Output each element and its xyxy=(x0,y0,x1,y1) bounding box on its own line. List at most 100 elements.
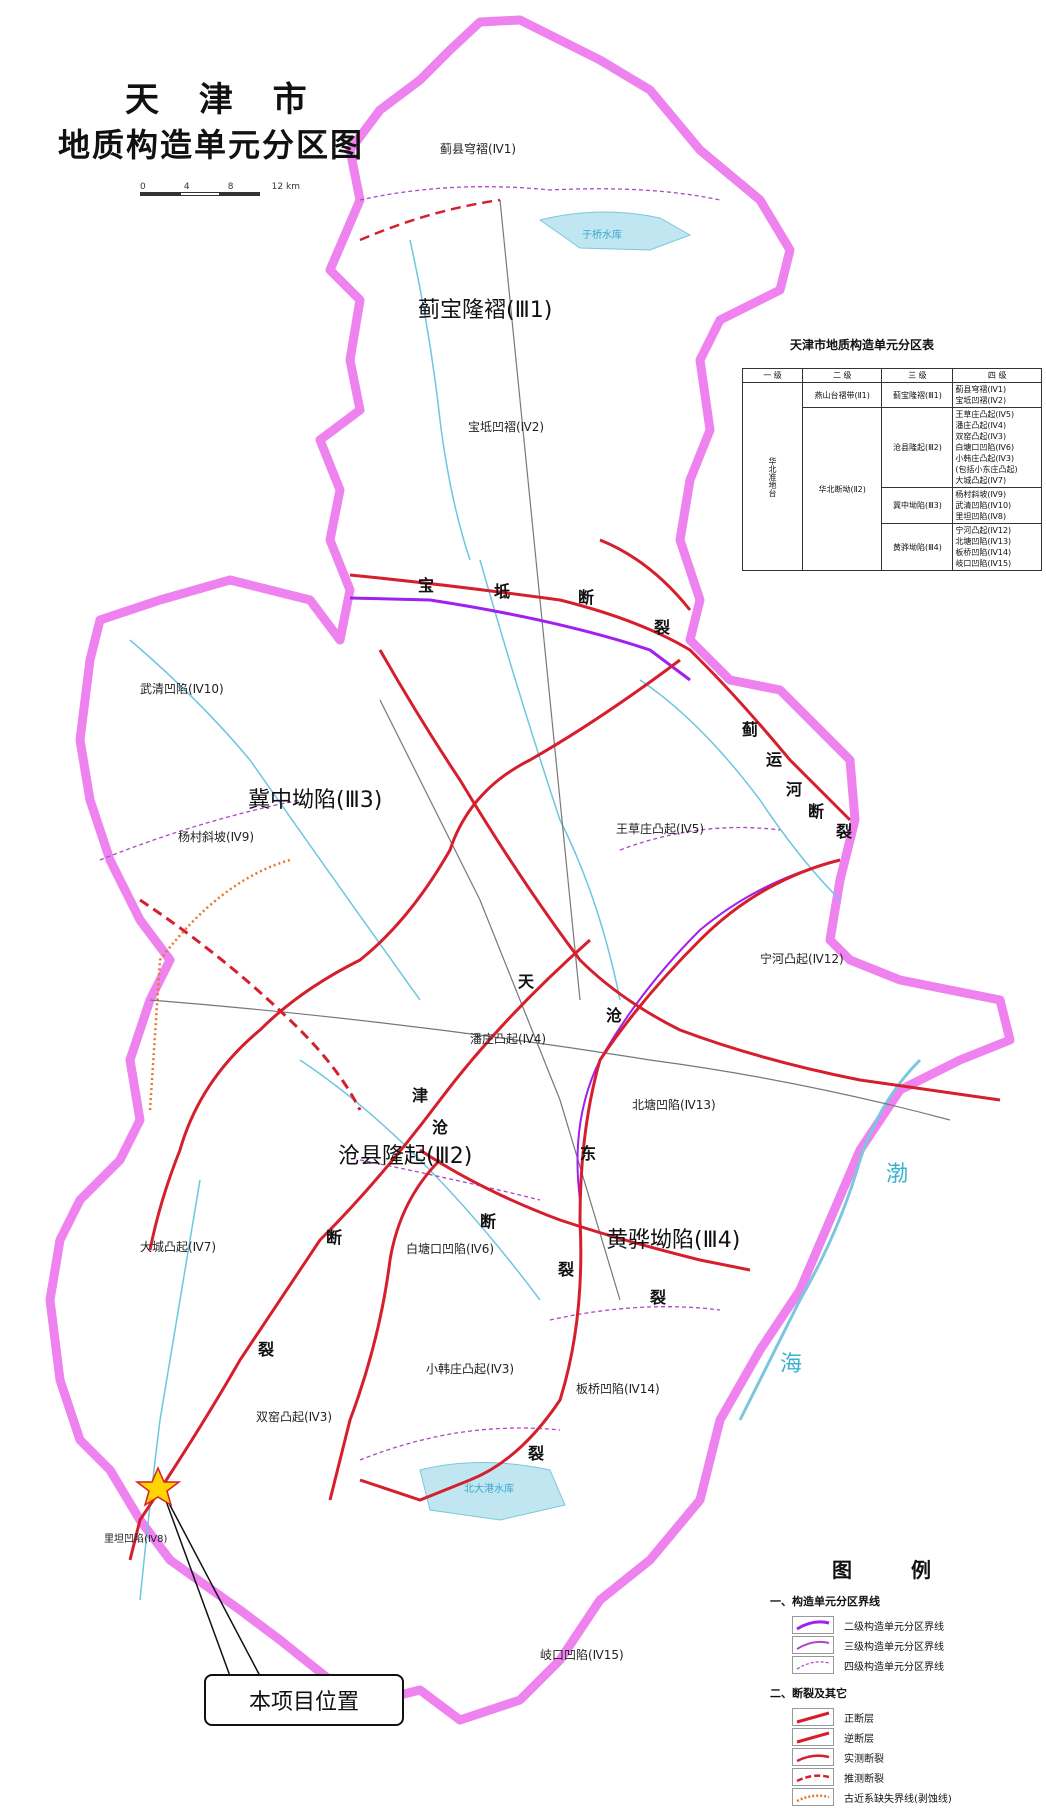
scale-tick: 12 km xyxy=(271,182,300,192)
table-cell-line: 双窑凸起(Ⅳ3) xyxy=(955,432,1007,441)
table-cell-line: 蓟县穹褶(Ⅳ1) xyxy=(955,385,1007,394)
table-cell-line: (包括小东庄凸起) xyxy=(955,465,1018,474)
fault-cangdong-char: 裂 xyxy=(528,1444,545,1463)
fault-jiyun-char: 河 xyxy=(786,780,803,799)
table-cell-line: 宝坻凹褶(Ⅳ2) xyxy=(955,396,1007,405)
yuqiao-reservoir xyxy=(538,211,692,251)
table-cell: 蓟宝隆褶(Ⅲ1) xyxy=(881,382,954,408)
legend-heading: 图 例 xyxy=(832,1558,957,1582)
table-cell-line: 板桥凹陷(Ⅳ14) xyxy=(955,548,1012,557)
legend-swatch xyxy=(792,1656,834,1674)
legend-label: 推测断裂 xyxy=(844,1773,884,1785)
label-liyuan: 里坦凹陷(Ⅳ8) xyxy=(104,1534,168,1545)
fault-cangdong-char: 东 xyxy=(580,1144,597,1163)
label-baodi: 宝坻凹褶(Ⅳ2) xyxy=(468,420,545,434)
legend-row: 二级构造单元分区界线 xyxy=(792,1615,1040,1635)
legend-row: 正断层 xyxy=(792,1707,1040,1727)
label-dacheng: 大城凸起(Ⅳ7) xyxy=(140,1240,217,1254)
fault-baodi-char: 宝 xyxy=(418,576,435,595)
tianjin-boundary xyxy=(45,15,1015,1725)
fault-haihe-char: 断 xyxy=(480,1212,497,1231)
fault-cangxi-char: 断 xyxy=(326,1228,343,1247)
legend-row: 四级构造单元分区界线 xyxy=(792,1655,1040,1675)
legend-section-boundaries: 一、构造单元分区界线 xyxy=(770,1595,880,1608)
table-cell: 宁河凸起(Ⅳ12) 北塘凹陷(Ⅳ13) 板桥凹陷(Ⅳ14) 岐口凹陷(Ⅳ15) xyxy=(952,523,1042,571)
table-cell: 黄骅坳陷(Ⅲ4) xyxy=(881,523,954,571)
label-huanghua: 黄骅坳陷(Ⅲ4) xyxy=(606,1228,741,1253)
label-cangxian: 沧县隆起(Ⅲ2) xyxy=(338,1144,473,1169)
table-cell: 王草庄凸起(Ⅳ5) 潘庄凸起(Ⅳ4) 双窑凸起(Ⅳ3) 白塘口凹陷(Ⅳ6) 小韩… xyxy=(952,407,1042,488)
fault-jiyun-char: 蓟 xyxy=(742,720,759,739)
legend: 图 例 一、构造单元分区界线 二级构造单元分区界线 三级构造单元分区界线 四级构… xyxy=(770,1554,1040,1807)
unit-table: 一 级 二 级 三 级 四 级 华北准地台 燕山台褶带(Ⅱ1) 蓟宝隆褶(Ⅲ1)… xyxy=(742,368,1042,571)
table-cell: 华北断坳(Ⅱ2) xyxy=(801,407,883,571)
legend-label: 古近系缺失界线(剥蚀线) xyxy=(844,1793,952,1805)
label-yuqiao: 于桥水库 xyxy=(582,230,622,241)
unit-boundaries xyxy=(99,186,781,1461)
table-header: 二 级 xyxy=(801,368,883,383)
table-cell-line: 潘庄凸起(Ⅳ4) xyxy=(955,421,1007,430)
callout-pointer-2 xyxy=(161,1489,231,1677)
legend-row: 逆断层 xyxy=(792,1727,1040,1747)
fault-tianjin-char: 沧 xyxy=(432,1118,449,1137)
legend-label: 实测断裂 xyxy=(844,1753,884,1765)
table-header: 四 级 xyxy=(952,368,1042,383)
label-xiaohan: 小韩庄凸起(Ⅳ3) xyxy=(426,1362,515,1376)
geologic-map xyxy=(45,15,1015,1725)
label-bohai-2: 海 xyxy=(780,1352,803,1377)
scale-tick: 4 xyxy=(183,182,190,192)
fault-baodi-char: 裂 xyxy=(654,618,671,637)
fault-tianjin-char: 天 xyxy=(518,972,535,991)
legend-swatch xyxy=(792,1616,834,1634)
legend-row: 实测断裂 xyxy=(792,1747,1040,1767)
label-bohai-1: 渤 xyxy=(886,1162,909,1187)
legend-label: 逆断层 xyxy=(844,1733,874,1745)
fault-jiyun-char: 运 xyxy=(766,750,783,769)
legend-row: 推测断裂 xyxy=(792,1767,1040,1787)
legend-label: 二级构造单元分区界线 xyxy=(844,1621,944,1633)
erosion-line xyxy=(148,858,291,1111)
legend-swatch xyxy=(792,1768,834,1786)
table-cell-line: 王草庄凸起(Ⅳ5) xyxy=(955,410,1015,419)
table-cell-line: 里坦凹陷(Ⅳ8) xyxy=(955,512,1007,521)
table-header: 一 级 xyxy=(742,368,803,383)
inferred-fault xyxy=(139,898,362,1111)
table-cell: 燕山台褶带(Ⅱ1) xyxy=(801,382,883,408)
legend-swatch xyxy=(792,1708,834,1726)
label-jibao: 蓟宝隆褶(Ⅲ1) xyxy=(418,298,553,323)
table-title: 天津市地质构造单元分区表 xyxy=(790,338,935,352)
fault-baodi-char: 断 xyxy=(578,588,595,607)
beidagang-reservoir xyxy=(419,1462,566,1521)
label-wuqing: 武清凹陷(Ⅳ10) xyxy=(140,682,224,696)
project-location-star xyxy=(134,1466,182,1507)
table-cell-line: 岐口凹陷(Ⅳ15) xyxy=(955,559,1012,568)
label-jizhong: 冀中坳陷(Ⅲ3) xyxy=(248,788,383,813)
fault-cangdong-char: 沧 xyxy=(606,1006,623,1025)
fault-jiyun-char: 裂 xyxy=(836,822,853,841)
legend-row: 三级构造单元分区界线 xyxy=(792,1635,1040,1655)
table-cell-line: 大城凸起(Ⅳ7) xyxy=(955,476,1007,485)
label-panzhuang: 潘庄凸起(Ⅳ4) xyxy=(470,1032,547,1046)
callout-pointer xyxy=(161,1489,261,1677)
map-subtitle: 地质构造单元分区图 xyxy=(58,126,365,164)
legend-swatch xyxy=(792,1788,834,1806)
bohai-coast xyxy=(738,1058,922,1421)
level2-boundary xyxy=(349,596,691,682)
table-cell-line: 武清凹陷(Ⅳ10) xyxy=(955,501,1012,510)
fault-tianjin-char: 津 xyxy=(412,1086,429,1105)
fault-haihe-char: 裂 xyxy=(650,1288,667,1307)
legend-label: 四级构造单元分区界线 xyxy=(844,1661,944,1673)
legend-swatch xyxy=(792,1728,834,1746)
table-cell-line: 北塘凹陷(Ⅳ13) xyxy=(955,537,1012,546)
legend-label: 三级构造单元分区界线 xyxy=(844,1641,944,1653)
label-beitang: 北塘凹陷(Ⅳ13) xyxy=(632,1098,716,1112)
legend-label: 正断层 xyxy=(844,1713,874,1725)
fault-baodi-char: 坻 xyxy=(494,582,511,601)
level3-boundary-east xyxy=(576,859,841,1201)
inferred-fault-north xyxy=(359,198,501,242)
table-cell: 冀中坳陷(Ⅲ3) xyxy=(881,487,954,524)
table-cell: 杨村斜坡(Ⅳ9) 武清凹陷(Ⅳ10) 里坦凹陷(Ⅳ8) xyxy=(952,487,1042,524)
legend-section-faults: 二、断裂及其它 xyxy=(770,1687,847,1700)
label-yangcun: 杨村斜坡(Ⅳ9) xyxy=(178,830,255,844)
table-cell-line: 小韩庄凸起(Ⅳ3) xyxy=(955,454,1015,463)
